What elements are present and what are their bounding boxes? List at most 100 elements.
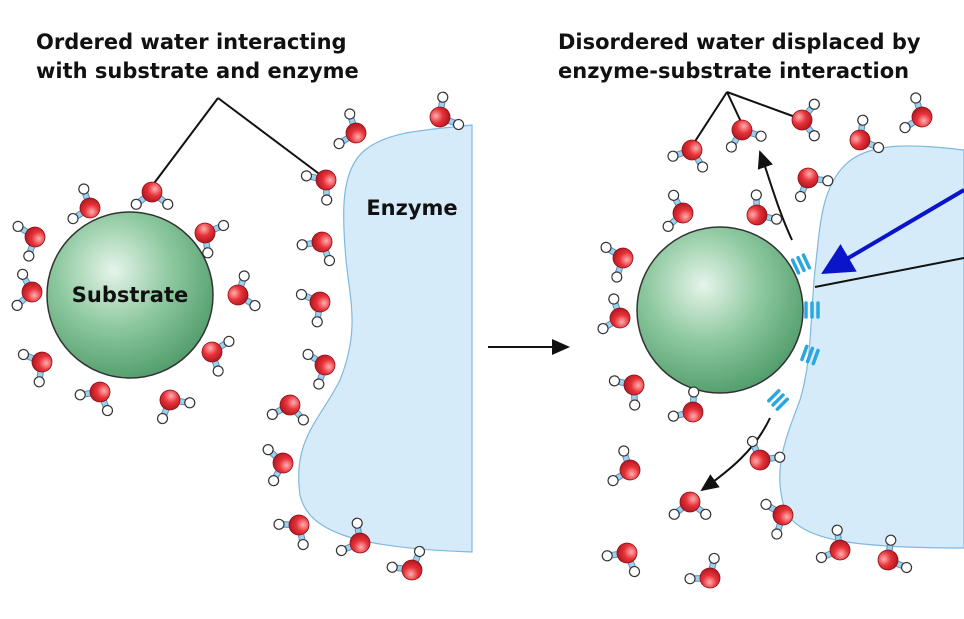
hydrogen-atom (774, 451, 786, 463)
oxygen-atom (279, 394, 301, 416)
oxygen-atom (797, 167, 819, 189)
hydrogen-atom (300, 170, 313, 182)
hydrogen-atom (755, 130, 767, 142)
water-molecule (296, 231, 336, 267)
oxygen-atom (288, 514, 310, 536)
enzyme-label: Enzyme (366, 196, 457, 220)
substrate-right (636, 226, 804, 394)
hydrogen-atom (223, 335, 235, 348)
oxygen-atom (159, 389, 181, 411)
hydrogen-atom (11, 299, 23, 311)
water-molecule (11, 268, 43, 311)
oxygen-atom (731, 119, 753, 141)
hydrogen-atom (629, 399, 641, 411)
hydrogen-atom (684, 573, 696, 585)
oxygen-atom (791, 109, 813, 131)
oxygen-atom (877, 549, 899, 571)
oxygen-atom (89, 381, 111, 403)
oxygen-atom (623, 374, 645, 396)
hydrogen-atom (344, 108, 356, 120)
hydrogen-atom (900, 561, 913, 574)
hydrogen-atom (130, 198, 142, 210)
water-molecule (725, 119, 767, 153)
oxygen-atom (79, 197, 101, 219)
left-caption: Ordered water interacting with substrate… (36, 28, 359, 86)
hydrogen-atom (351, 517, 363, 529)
hydrogen-atom (600, 241, 612, 254)
oxygen-atom (272, 452, 294, 474)
hydrogen-atom (628, 565, 641, 578)
left-caption-line2: with substrate and enzyme (36, 59, 359, 83)
hydrogen-atom (17, 268, 29, 280)
oxygen-atom (612, 247, 634, 269)
substrate-left (46, 211, 214, 379)
hydrogen-atom (831, 524, 843, 536)
hydrogen-atom (885, 534, 897, 546)
water-molecule (815, 524, 851, 564)
water-molecule (67, 183, 101, 225)
hydrogen-atom (413, 545, 426, 558)
water-molecule (335, 517, 371, 557)
hydrogen-atom (700, 508, 712, 520)
hydrogen-atom (302, 348, 314, 361)
hydrogen-atom (333, 137, 345, 150)
hydrogen-atom (311, 316, 323, 328)
hydrogen-atom (696, 161, 709, 173)
water-molecule (262, 444, 294, 487)
hydrogen-atom (323, 254, 336, 267)
interaction-dashes (790, 253, 812, 275)
oxygen-atom (616, 542, 638, 564)
oxygen-atom (309, 291, 331, 313)
left-caption-line1: Ordered water interacting (36, 30, 347, 54)
water-molecule (662, 189, 694, 232)
hydrogen-atom (608, 293, 620, 305)
hydrogen-atom (297, 538, 309, 551)
water-molecule (333, 108, 367, 150)
hydrogen-atom (667, 410, 680, 422)
interaction-pointer-arrow (821, 188, 964, 275)
oxygen-atom (401, 559, 423, 581)
hydrogen-atom (750, 189, 762, 201)
water-molecule (760, 498, 794, 540)
hydrogen-atom (452, 118, 465, 131)
displacement-arrow-up (757, 150, 793, 241)
water-molecule (684, 552, 721, 589)
hydrogen-atom (67, 212, 79, 225)
hydrogen-atom (17, 348, 30, 361)
hydrogen-atom (668, 189, 680, 201)
hydrogen-atom (266, 408, 278, 420)
water-molecule (597, 293, 631, 335)
water-molecule (746, 189, 783, 226)
hydrogen-atom (688, 386, 700, 398)
water-molecule (17, 348, 53, 388)
hydrogen-atom (770, 213, 783, 225)
water-molecule (668, 491, 712, 520)
oxygen-atom (679, 491, 701, 513)
water-molecule (899, 92, 933, 134)
interaction-dashes (800, 344, 820, 366)
water-molecule (302, 348, 336, 390)
hydrogen-atom (808, 98, 820, 110)
water-molecule (600, 241, 634, 283)
hydrogen-atom (708, 552, 720, 565)
water-molecule (849, 114, 885, 154)
hydrogen-atom (386, 561, 398, 573)
hydrogen-atom (273, 518, 285, 530)
right-caption-line2: enzyme-substrate interaction (558, 59, 910, 83)
hydrogen-atom (872, 141, 885, 154)
oxygen-atom (31, 351, 53, 373)
oxygen-atom (746, 204, 768, 226)
right-caption: Disordered water displaced by enzyme-sub… (558, 28, 921, 86)
hydrogen-atom (78, 183, 90, 195)
water-molecule (130, 181, 174, 210)
oxygen-atom (227, 284, 249, 306)
oxygen-atom (829, 539, 851, 561)
hydrogen-atom (607, 474, 619, 487)
interaction-dashes (767, 389, 789, 411)
hydrogen-atom (321, 194, 333, 206)
water-molecules (11, 91, 933, 589)
water-molecule (794, 167, 834, 203)
hydrogen-atom (202, 247, 214, 259)
water-molecule (156, 389, 196, 425)
hydrogen-atom (212, 365, 224, 377)
